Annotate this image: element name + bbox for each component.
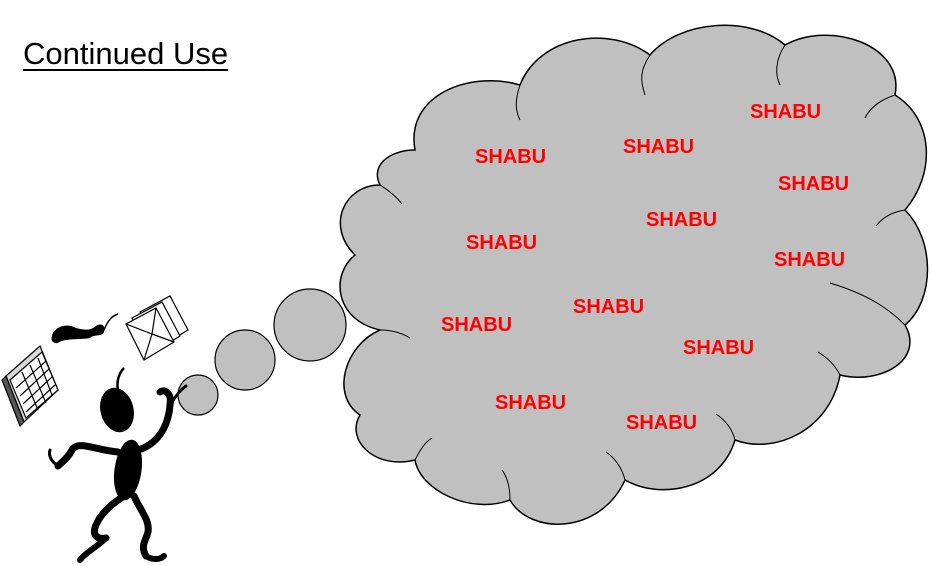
thought-bubble-medium <box>214 329 276 391</box>
cloud-word: SHABU <box>623 136 694 158</box>
calendar-icon <box>1 344 59 428</box>
cloud-word: SHABU <box>683 337 754 359</box>
cloud-word: SHABU <box>475 146 546 168</box>
cloud-word: SHABU <box>573 296 644 318</box>
thought-cloud <box>339 24 929 525</box>
cloud-word: SHABU <box>750 101 821 123</box>
thought-bubble-small <box>177 374 219 416</box>
cloud-shape <box>339 24 929 525</box>
juggling-figure <box>48 367 188 563</box>
cloud-word: SHABU <box>466 232 537 254</box>
thought-bubbles <box>177 288 347 416</box>
cloud-word: SHABU <box>626 412 697 434</box>
cloud-words: SHABU SHABU SHABU SHABU SHABU SHABU SHAB… <box>441 101 849 434</box>
thought-bubble-large <box>273 288 347 362</box>
cloud-word: SHABU <box>495 392 566 414</box>
envelopes-icon <box>125 295 189 361</box>
figure-head <box>100 387 134 433</box>
cloud-word: SHABU <box>774 249 845 271</box>
telephone-icon <box>51 313 119 344</box>
cloud-word: SHABU <box>646 209 717 231</box>
slide-title: Continued Use <box>23 36 229 71</box>
cloud-word: SHABU <box>778 173 849 195</box>
cloud-word: SHABU <box>441 314 512 336</box>
